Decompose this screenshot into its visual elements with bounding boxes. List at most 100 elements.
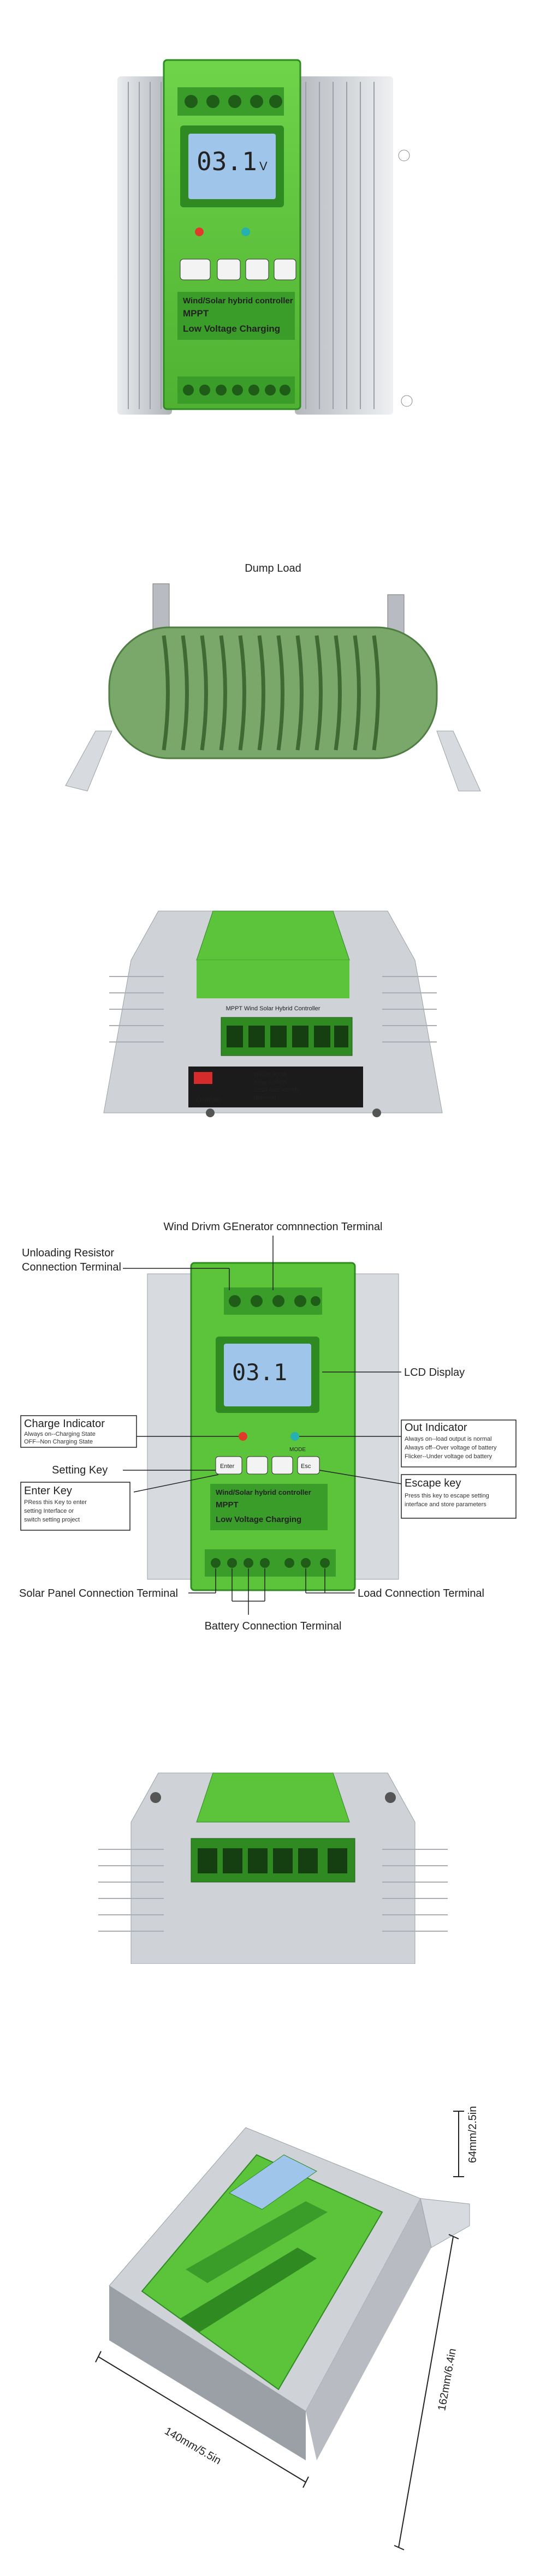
depth-dimension-line	[394, 2234, 459, 2550]
width-dimension-line	[95, 2351, 309, 2488]
down-key-button[interactable]	[245, 259, 269, 280]
heatsink-left	[117, 76, 172, 415]
panel-line3: Low Voltage Charging	[216, 1515, 301, 1524]
heatsink-right	[295, 76, 393, 415]
panel-text-band	[186, 2201, 328, 2283]
charge-indicator-icon	[195, 227, 204, 236]
panel-text-band	[177, 292, 295, 340]
label-charge-line1: Always on--Charging State	[24, 1431, 96, 1437]
out-indicator-callout	[401, 1419, 517, 1467]
enter-key-callout	[20, 1482, 130, 1531]
escape-key-callout	[401, 1474, 517, 1519]
enter-key-label: Enter	[220, 1463, 235, 1470]
green-panel-edge	[196, 910, 350, 961]
lcd-screen	[188, 134, 276, 199]
section-end-view: MPPT Wind Solar Hybrid Controller 1400W8…	[0, 895, 546, 1135]
brand-logo-icon	[194, 1072, 212, 1084]
dump-load-title: Dump Load	[245, 562, 301, 574]
up-key-button[interactable]	[246, 1456, 268, 1475]
spec-line1: Wind:0-800W	[254, 1072, 287, 1078]
screw-icon	[385, 1792, 396, 1803]
spec-line3: 12/24 Auto Identify	[254, 1087, 299, 1093]
charge-indicator-icon	[239, 1432, 247, 1441]
section-dimensions: 64mm/2.5in 162mm/6.4in 140mm/5.5in	[0, 2084, 546, 2575]
height-dimension-line	[453, 2111, 464, 2177]
out-indicator-icon	[290, 1432, 299, 1441]
label-wind-terminal: Wind Drivm GEnerator comnnection Termina…	[164, 1221, 383, 1233]
label-charge-line2: OFF--Non Charging State	[24, 1439, 93, 1445]
mounting-flange	[420, 2198, 470, 2248]
label-enter-line2: setting Interface or	[24, 1508, 74, 1514]
label-esc-line1: Press this key to escape setting	[405, 1493, 489, 1499]
bottom-terminal-block	[180, 2248, 317, 2332]
section-top-end-view	[0, 1757, 546, 1964]
label-enter-line1: PRess this Key to enter	[24, 1499, 87, 1506]
panel-line2: MPPT	[216, 1500, 239, 1509]
dimension-height: 64mm/2.5in	[467, 2106, 479, 2164]
resistor-body	[108, 626, 438, 759]
out-indicator-icon	[241, 227, 250, 236]
lcd-reading: 03.1	[197, 147, 257, 176]
spec-label	[188, 1067, 363, 1107]
lcd-screen	[224, 1344, 311, 1406]
spec-line2: Solar:0-600W	[254, 1080, 288, 1086]
screw-icon	[372, 1109, 381, 1117]
right-bracket	[436, 730, 481, 792]
panel-line1: Wind/Solar hybrid controller	[183, 296, 293, 305]
spec-label-title: MPPT Wind Solar Hybrid Controller	[226, 1005, 321, 1012]
panel-line2: MPPT	[183, 308, 209, 319]
label-enter-title: Enter Key	[24, 1485, 72, 1497]
controller-front-illustration: 03.1 V Wind/Solar hybrid controller MPPT…	[117, 59, 413, 415]
label-out-line1: Always on--load output is normal	[405, 1436, 492, 1442]
esc-key-button[interactable]	[274, 259, 296, 280]
heatsink-left	[147, 1273, 197, 1580]
enter-key-button[interactable]	[180, 259, 211, 280]
label-out-line2: Always off--Over voltage of battery	[405, 1445, 497, 1451]
section-front-view: 03.1 V Wind/Solar hybrid controller MPPT…	[0, 0, 546, 415]
label-out-line3: Flicker--Under voltage od battery	[405, 1453, 492, 1460]
aluminum-housing	[103, 910, 443, 1113]
enter-key-button[interactable]	[215, 1456, 242, 1475]
section-dump-load: Dump Load	[0, 546, 546, 829]
esc-key-button[interactable]	[297, 1456, 320, 1475]
label-load-terminal: Load Connection Terminal	[358, 1587, 484, 1599]
housing-front-edge	[306, 2198, 431, 2460]
key-row	[180, 259, 296, 280]
bottom-terminal-block	[205, 1549, 336, 1577]
housing-side-fins	[109, 2286, 306, 2460]
esc-key-label: Esc	[301, 1463, 311, 1470]
label-solar-terminal: Solar Panel Connection Terminal	[19, 1587, 178, 1599]
lcd-reading: 03.1	[232, 1359, 287, 1386]
label-lcd-display: LCD Display	[404, 1367, 465, 1379]
label-setting-key: Setting Key	[52, 1464, 108, 1476]
lcd-unit: V	[259, 159, 268, 173]
spec-model: 1400W80	[195, 1097, 221, 1104]
down-key-button[interactable]	[271, 1456, 293, 1475]
annotated-diagram: 03.1 MODE Enter Esc Wind/Solar hybrid co…	[19, 1221, 517, 1632]
dimension-depth: 162mm/6.4in	[436, 2347, 459, 2412]
controller-top-end-illustration	[98, 1772, 448, 1964]
up-key-button[interactable]	[217, 259, 241, 280]
leader-lines	[123, 1236, 402, 1615]
dump-load-illustration: Dump Load	[65, 562, 481, 792]
section-annotated-diagram: 03.1 MODE Enter Esc Wind/Solar hybrid co…	[0, 1214, 546, 1661]
mode-label: MODE	[289, 1447, 306, 1453]
label-out-title: Out Indicator	[405, 1422, 467, 1434]
label-enter-line3: switch setting project	[24, 1517, 80, 1523]
mount-hole	[398, 149, 410, 161]
mount-hole	[401, 395, 413, 407]
label-unloading-line1: Unloading Resistor	[22, 1247, 114, 1259]
resistor-tab-left	[152, 583, 170, 633]
label-esc-line2: interface and store parameters	[405, 1501, 486, 1508]
green-panel-edge	[196, 1772, 350, 1823]
label-charge-title: Charge Indicator	[24, 1418, 105, 1430]
dimension-width: 140mm/5.5in	[163, 2425, 223, 2467]
panel-text-band	[210, 1484, 328, 1530]
left-bracket	[65, 730, 112, 792]
screw-icon	[150, 1792, 161, 1803]
screw-icon	[206, 1109, 215, 1117]
spec-line4: (Booster)	[254, 1095, 276, 1101]
label-battery-terminal: Battery Connection Terminal	[205, 1620, 342, 1632]
heatsink-right	[349, 1273, 399, 1580]
panel-line1: Wind/Solar hybrid controller	[216, 1488, 311, 1496]
